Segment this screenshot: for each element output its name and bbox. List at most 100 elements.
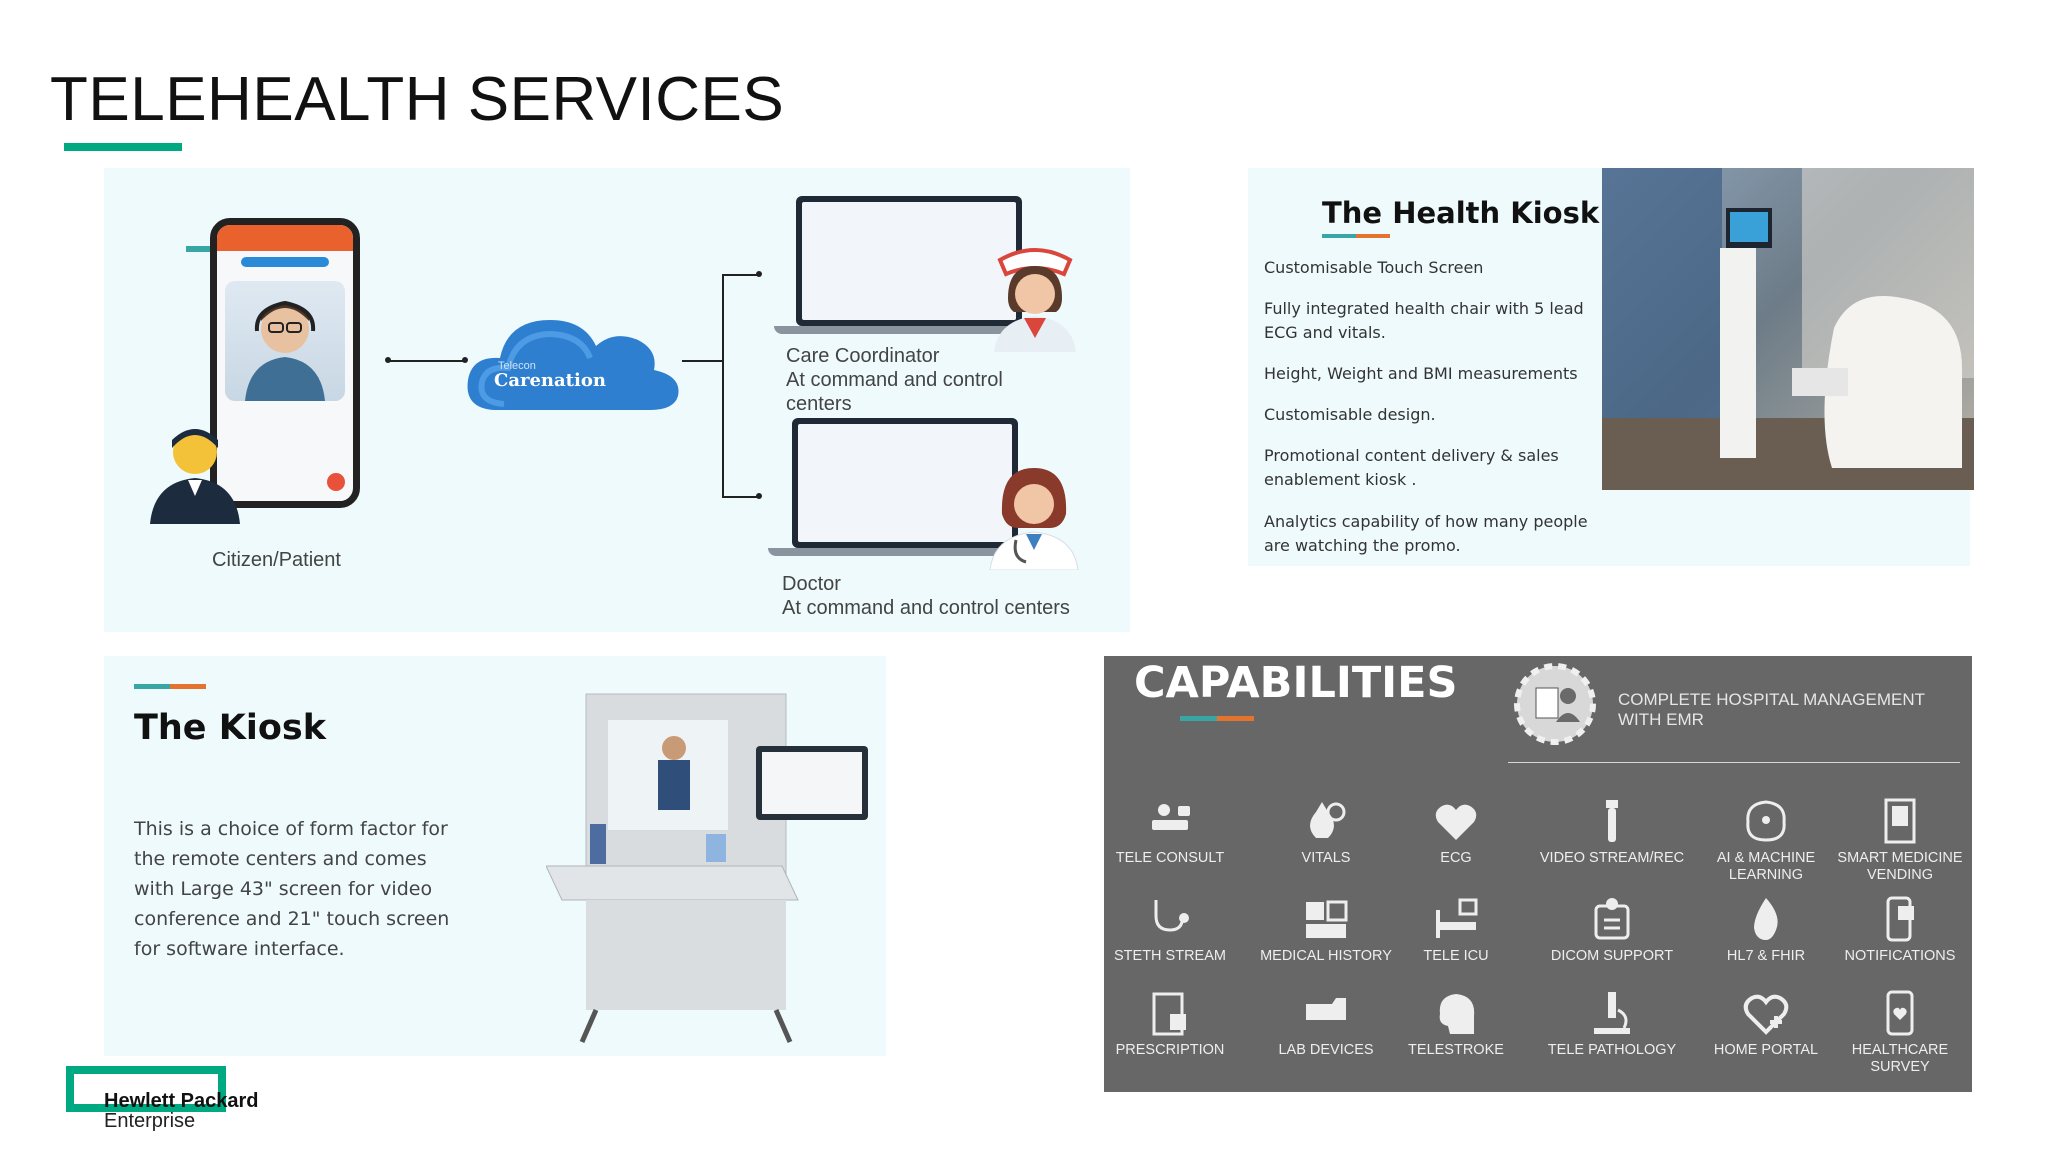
capability-label: VITALS [1301, 850, 1351, 866]
patient-video-face-icon [245, 300, 325, 401]
capability-item: HL7 & FHIR [1691, 896, 1841, 965]
capability-item: HOME PORTAL [1691, 990, 1841, 1059]
patient-label: Citizen/Patient [212, 549, 341, 571]
capabilities-underline [1180, 716, 1254, 721]
cloud-label: Carenation [494, 370, 606, 391]
hpe-logo-mark [66, 1066, 226, 1112]
connector-coordinator [722, 274, 758, 276]
page-title: TELEHEALTH SERVICES [50, 65, 785, 134]
stethoscope-icon [1154, 900, 1189, 932]
capabilities-divider [1508, 762, 1960, 763]
capabilities-headline: COMPLETE HOSPITAL MANAGEMENT WITH EMR [1618, 690, 1925, 729]
health-kiosk-feature: Height, Weight and BMI measurements [1264, 364, 1578, 383]
connector-patient-cloud [388, 360, 466, 362]
cloud-small-text: Telecon [498, 360, 536, 372]
capability-item: LAB DEVICES [1251, 990, 1401, 1059]
xray-icon [1594, 898, 1630, 940]
lab-device-icon [1306, 998, 1346, 1020]
capability-item: AI & MACHINE LEARNING [1691, 798, 1841, 884]
capability-label: HEALTHCARE SURVEY [1851, 1042, 1949, 1075]
capability-item: SMART MEDICINE VENDING [1825, 798, 1975, 884]
prescription-icon [1152, 992, 1186, 1036]
doctor-laptop [792, 418, 1018, 548]
capability-label: AI & MACHINE LEARNING [1716, 850, 1816, 883]
doctor-title: Doctor [782, 573, 841, 595]
health-kiosk-underline [1322, 234, 1390, 238]
heart-ecg-icon [1435, 804, 1477, 840]
title-underline [64, 143, 182, 151]
connector-dot [756, 493, 762, 499]
icu-bed-icon [1436, 898, 1478, 938]
capability-label: TELE CONSULT [1115, 850, 1225, 866]
capability-item: PRESCRIPTION [1095, 990, 1245, 1059]
capability-label: STETH STREAM [1114, 948, 1226, 964]
health-kiosk-feature: Promotional content delivery & sales ena… [1264, 446, 1559, 489]
capability-item: TELESTROKE [1381, 990, 1531, 1059]
doctor-desk-icon [1152, 804, 1190, 830]
capability-label: LAB DEVICES [1278, 1042, 1374, 1058]
cloud-icon [467, 320, 679, 410]
kiosk-underline [134, 684, 206, 689]
capability-item: HEALTHCARE SURVEY [1825, 990, 1975, 1076]
capability-label: HOME PORTAL [1713, 1042, 1819, 1058]
laptop-base [768, 548, 1040, 556]
health-kiosk-feature: Analytics capability of how many people … [1264, 512, 1588, 555]
vending-machine-icon [1884, 798, 1916, 844]
patient-avatar-icon [150, 429, 240, 524]
capability-label: ECG [1440, 850, 1472, 866]
capability-item: NOTIFICATIONS [1825, 896, 1975, 965]
capability-label: VIDEO STREAM/REC [1539, 850, 1685, 866]
doctor-avatar-icon [989, 468, 1079, 570]
phone-heart-icon [1886, 990, 1914, 1036]
capability-label: TELE PATHOLOGY [1547, 1042, 1677, 1058]
heart-plus-icon [1743, 994, 1789, 1035]
hpe-logo-sub: Enterprise [104, 1110, 196, 1132]
vitals-gauge-icon [1310, 802, 1346, 838]
capability-item: VIDEO STREAM/REC [1537, 798, 1687, 867]
capability-item: TELE PATHOLOGY [1537, 990, 1687, 1059]
capability-label: DICOM SUPPORT [1550, 948, 1674, 964]
hospital-management-gear-icon [1514, 663, 1596, 745]
brain-head-icon [1439, 994, 1475, 1034]
kiosk-title: The Kiosk [134, 708, 326, 748]
nurse-avatar-icon [994, 248, 1076, 352]
coordinator-laptop [796, 196, 1022, 326]
smartphone-video-call [210, 218, 360, 508]
microscope-icon [1594, 992, 1630, 1034]
health-kiosk-feature: Customisable Touch Screen [1264, 258, 1484, 277]
connector-doctor [722, 496, 758, 498]
capability-label: PRESCRIPTION [1115, 1042, 1225, 1058]
capabilities-title: CAPABILITIES [1134, 658, 1458, 708]
capability-label: TELESTROKE [1408, 1042, 1504, 1058]
capability-item: TELE CONSULT [1095, 798, 1245, 867]
capability-label: TELE ICU [1423, 948, 1489, 964]
laptop-base [774, 326, 1044, 334]
connector-dot [462, 357, 468, 363]
medical-history-icon [1306, 900, 1348, 938]
health-kiosk-title: The Health Kiosk [1322, 196, 1600, 230]
branch-vertical [722, 274, 724, 498]
brain-circuit-icon [1746, 800, 1786, 842]
connector-dot [756, 271, 762, 277]
phone-accent [186, 246, 216, 252]
capability-label: HL7 & FHIR [1726, 948, 1806, 964]
health-kiosk-photo [1602, 168, 1974, 490]
phone-notification-icon [1886, 896, 1914, 942]
kiosk-description: This is a choice of form factor for the … [134, 818, 450, 960]
connector-dot [385, 357, 391, 363]
capability-item: ECG [1381, 798, 1531, 867]
coordinator-subtitle: At command and control centers [786, 369, 1003, 415]
capability-item: VITALS [1251, 798, 1401, 867]
capability-item: MEDICAL HISTORY [1251, 896, 1401, 965]
kiosk-unit-image [546, 693, 868, 1044]
connector-cloud-branch [682, 360, 724, 362]
capability-label: SMART MEDICINE VENDING [1837, 850, 1963, 883]
capability-item: DICOM SUPPORT [1537, 896, 1687, 965]
capability-item: TELE ICU [1381, 896, 1531, 965]
coordinator-title: Care Coordinator [786, 345, 940, 367]
camera-pen-icon [1606, 800, 1618, 842]
hpe-logo-name: Hewlett Packard [104, 1090, 259, 1112]
doctor-subtitle: At command and control centers [782, 597, 1070, 619]
health-kiosk-feature: Fully integrated health chair with 5 lea… [1264, 299, 1584, 342]
health-kiosk-feature: Customisable design. [1264, 405, 1436, 424]
